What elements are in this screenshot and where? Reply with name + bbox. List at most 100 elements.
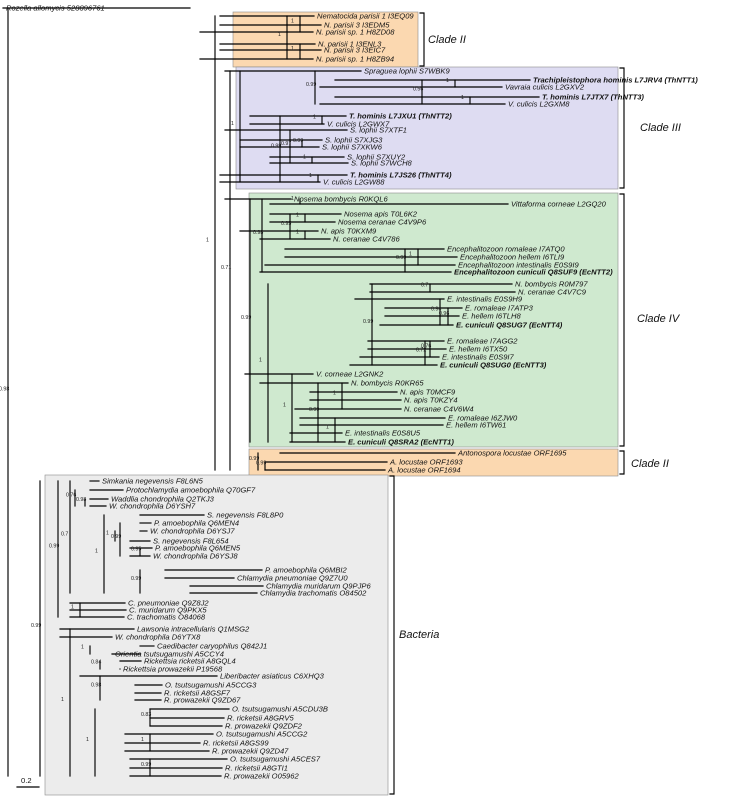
support-value: 0.99	[141, 762, 151, 768]
support-value: 0.72	[416, 348, 426, 354]
support-value: 1	[296, 230, 299, 236]
support-value: 0.99	[111, 534, 121, 540]
support-value: 1	[296, 213, 299, 219]
support-value: 0.94	[431, 307, 441, 313]
support-value: 0.71	[221, 265, 231, 271]
taxon-label: T. hominis L7JTX7 (ThNTT3)	[542, 93, 644, 102]
taxon-label: N. apis T0KXM9	[321, 227, 377, 236]
taxon-label: Liberibacter asiaticus C6XHQ3	[220, 672, 325, 681]
taxon-label: R. ricketsii A8GTI1	[225, 764, 288, 773]
support-value: 0.99	[256, 461, 266, 467]
support-value: 0.84	[91, 660, 101, 666]
support-value: 1	[446, 78, 449, 84]
bacteria-bracket	[389, 475, 395, 795]
taxon-label: E. hellem I6TX50	[449, 345, 508, 354]
taxon-label: N. bombycis R0KR65	[351, 379, 424, 388]
clade-ii-bracket	[419, 12, 425, 67]
clade-iv-box	[248, 192, 619, 448]
taxon-label: Nematocida parisii 1 I3EQ09	[317, 12, 414, 21]
taxon-label: Vavraia culicis L2GXV2	[505, 83, 585, 92]
support-value: 0.95	[131, 547, 141, 553]
taxon-label: E. intestinalis E0S9H9	[447, 295, 523, 304]
support-value: 1	[206, 238, 209, 244]
support-value: 0.76	[421, 344, 431, 350]
taxon-label: P. amoebophila Q6MBI2	[265, 566, 348, 575]
taxon-label: R. prowazekii Q9ZD67	[164, 696, 241, 705]
taxon-label: Chlamydia trachomatis O84502	[260, 589, 367, 598]
support-value: 0.95	[281, 221, 291, 227]
taxon-label: N. ceranae C4V6W4	[404, 405, 474, 414]
taxon-label: Encephalitozoon cuniculi Q8SUF9 (EcNTT2)	[454, 268, 613, 277]
clade-ii-box	[232, 11, 419, 68]
scale-bar-label: 0.2	[21, 776, 32, 785]
taxon-label: Antonospora locustae ORF1695	[457, 449, 567, 458]
support-value: 1	[291, 196, 294, 202]
taxon-label: N. bombycis R0M797	[515, 280, 588, 289]
taxon-label: Caedibacter caryophilus Q842J1	[157, 642, 267, 651]
taxon-label: Rickettsia ricketsii A8GQL4	[144, 657, 236, 666]
support-value: 0.56	[413, 87, 423, 93]
taxon-label: Nosema bombycis R0KQL6	[294, 195, 388, 204]
taxon-label: E. intestinalis E0S9I7	[442, 353, 515, 362]
taxon-label: A. locustae ORF1693	[389, 458, 463, 467]
taxon-label: S. lophii S7XJG3	[325, 136, 383, 145]
support-value: 1	[86, 737, 89, 743]
taxon-label: Chlamydia pneumoniae Q9Z7U0	[237, 574, 348, 583]
taxon-label: W. chondrophila D6YSH7	[109, 502, 196, 511]
support-value: 0.99	[31, 623, 41, 629]
taxon-label: V. culicis L2GWX7	[327, 120, 390, 129]
taxon-label: O. tsutsugamushi A5CDU3B	[232, 705, 328, 714]
taxon-label: S. lophii S7XUY2	[347, 153, 406, 162]
support-value: 0.76	[66, 493, 76, 499]
taxon-label: Nosema ceranae C4V9P6	[338, 218, 427, 227]
taxon-label: E. intestinalis E0S8U5	[345, 429, 421, 438]
support-value: 1	[303, 155, 306, 161]
clade-iii-bracket	[619, 67, 625, 189]
support-value: 0.99	[306, 82, 316, 88]
taxon-label: N. ceranae C4V786	[333, 235, 400, 244]
taxon-label: E. cuniculi Q8SUG0 (EcNTT3)	[440, 361, 547, 370]
clade-iii-label: Clade III	[640, 122, 681, 134]
support-value: 0.98	[0, 387, 9, 393]
taxon-label: S. lophii S7XTF1	[350, 126, 407, 135]
taxon-label: S. negevensis F8L8P0	[207, 511, 284, 520]
taxon-label: T. hominis L7JXU1 (ThNTT2)	[349, 112, 452, 121]
taxon-label: N. parisii 1 I3ENL3	[318, 40, 382, 49]
taxon-label: W. chondrophila D6YTX8	[115, 633, 201, 642]
support-value: 0.7	[421, 283, 428, 289]
taxon-label: Lawsonia intracellularis Q1MSG2	[137, 625, 250, 634]
taxon-label: R. ricketsii A8GRV5	[227, 714, 294, 723]
support-value: 0.99	[249, 456, 259, 462]
support-value: 0.7	[61, 532, 68, 538]
clade-ii-lower-label: Clade II	[631, 458, 669, 470]
taxon-label: Simkania negevensis F8L6N5	[102, 477, 204, 486]
taxon-label: N. parisii 3 I3EIC7	[324, 46, 386, 55]
taxon-label: E. cuniculi Q8SRA2 (EcNTT1)	[348, 438, 454, 447]
support-value: 1	[326, 425, 329, 431]
taxon-label: E. romaleae I6ZJW0	[448, 414, 518, 423]
taxon-label: E. romaleae I7ATP3	[465, 304, 534, 313]
taxon-label: N. apis T0MCF9	[400, 388, 456, 397]
taxon-label: C. trachomatis O84068	[127, 613, 206, 622]
taxon-label: E. hellem I6TW61	[446, 421, 506, 430]
support-value: 1	[313, 115, 316, 121]
taxon-label: V. corneae L2GNK2	[316, 370, 384, 379]
support-value: 0.99	[293, 138, 303, 144]
taxon-label: A. locustae ORF1694	[387, 466, 461, 475]
taxon-label: N. parisii sp. 1 H8ZB94	[316, 55, 394, 64]
support-value: 1	[333, 391, 336, 397]
support-value: 1	[61, 697, 64, 703]
support-value: 1	[95, 549, 98, 555]
support-value: 1	[291, 19, 294, 25]
taxon-label: S. lophii S7XKW6	[322, 143, 383, 152]
support-value: 0.99	[131, 576, 141, 582]
support-value: 1	[106, 531, 109, 537]
taxon-label: Nosema apis T0L6K2	[344, 210, 418, 219]
taxon-label: P. amoebophila Q6MEN5	[155, 544, 241, 553]
taxon-label: C. pneumoniae Q9Z8J2	[128, 599, 209, 608]
taxon-label: E. romaleae I7AGG2	[447, 337, 518, 346]
bacteria-label: Bacteria	[399, 629, 439, 641]
clade-ii-lower-bracket	[619, 450, 625, 475]
taxon-label: E. hellem I6TLH8	[462, 312, 521, 321]
taxon-label: O. tsutsugamushi A5CCG2	[216, 730, 308, 739]
